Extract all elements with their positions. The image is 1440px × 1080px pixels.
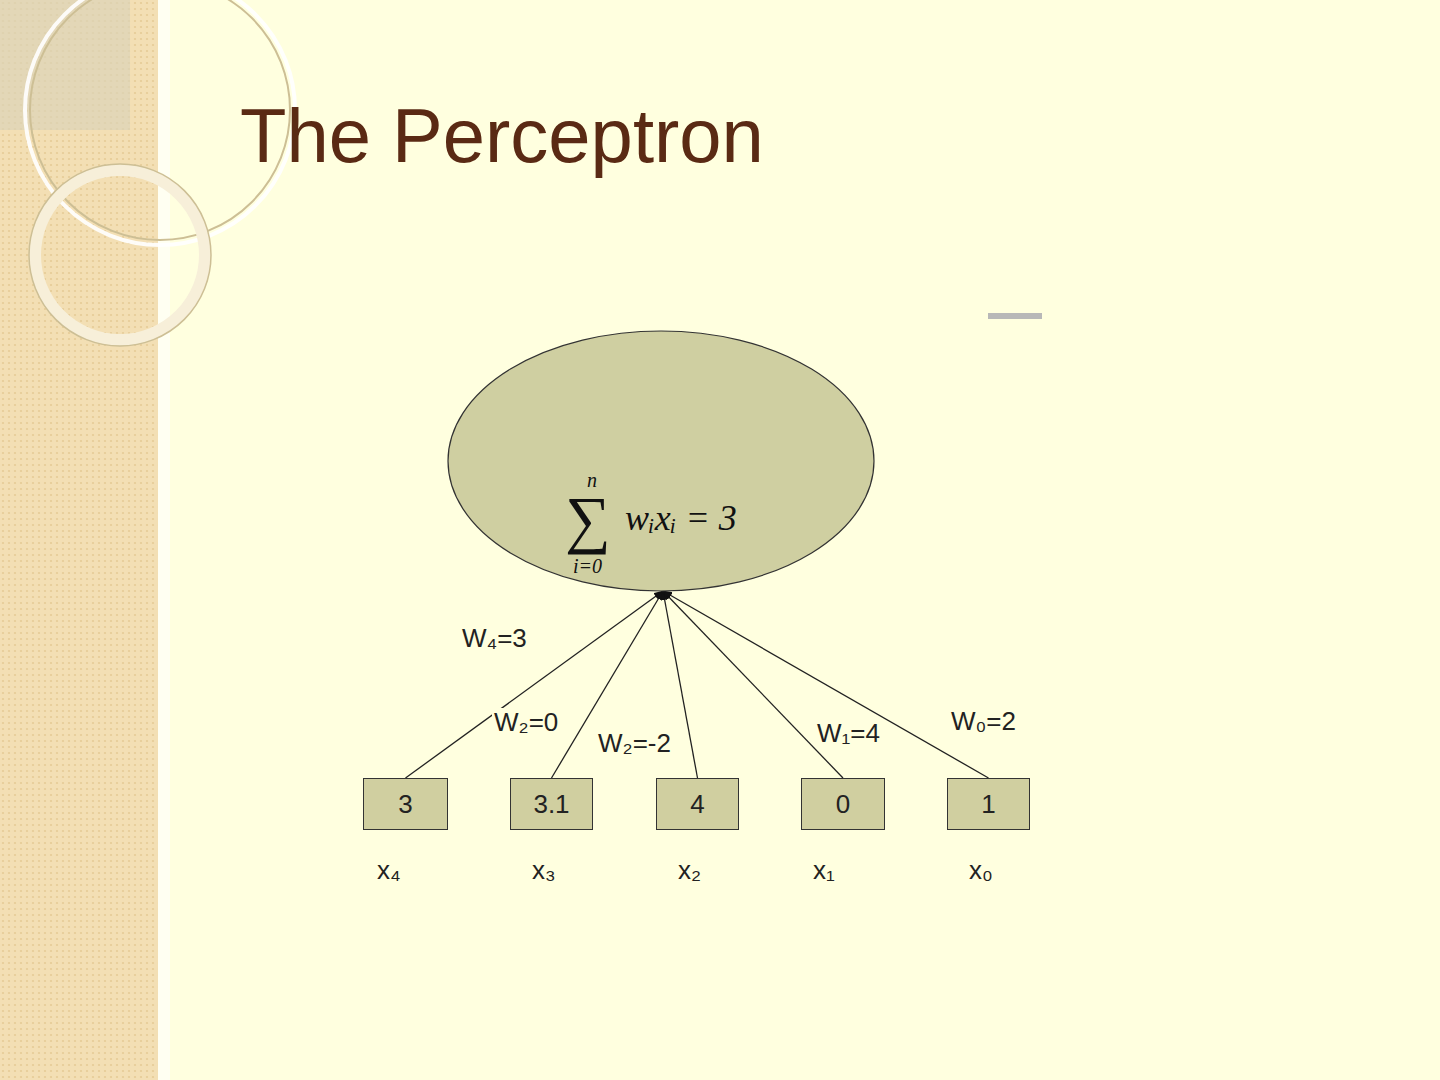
weight-label: W₂=-2	[596, 729, 673, 757]
neuron-ellipse: n∑ wᵢxᵢ = 3 i=0	[447, 330, 875, 592]
input-name: x₄	[377, 857, 401, 883]
weight-label: W₀=2	[949, 707, 1018, 735]
deco-ring	[35, 170, 205, 340]
strip-edge	[158, 0, 170, 1080]
input-value: 3.1	[533, 789, 569, 820]
input-value: 4	[690, 789, 704, 820]
input-box: 3.1	[510, 778, 593, 830]
grey-dash	[988, 313, 1042, 319]
weight-label: W₁=4	[815, 719, 882, 747]
slide-title: The Perceptron	[240, 92, 764, 179]
input-name: x₁	[813, 857, 835, 883]
input-name: x₃	[532, 857, 556, 883]
weight-connector	[663, 591, 989, 778]
input-box: 1	[947, 778, 1030, 830]
input-name: x₀	[969, 857, 993, 883]
formula-text: wᵢxᵢ = 3	[625, 500, 737, 536]
formula-text: n	[587, 470, 597, 490]
side-strip	[0, 0, 158, 1080]
formula-text: ∑	[565, 488, 611, 552]
weight-connector	[663, 591, 843, 778]
deco-ring	[29, 164, 211, 346]
ellipse-outline	[447, 330, 875, 592]
weight-label: W₄=3	[460, 624, 529, 652]
formula-text: i=0	[573, 556, 602, 576]
input-box: 3	[363, 778, 448, 830]
input-value: 1	[981, 789, 995, 820]
input-box: 4	[656, 778, 739, 830]
input-value: 0	[836, 789, 850, 820]
input-value: 3	[398, 789, 412, 820]
input-name: x₂	[678, 857, 701, 883]
weight-label: W₂=0	[492, 708, 560, 736]
corner-square	[0, 0, 130, 130]
input-box: 0	[801, 778, 885, 830]
